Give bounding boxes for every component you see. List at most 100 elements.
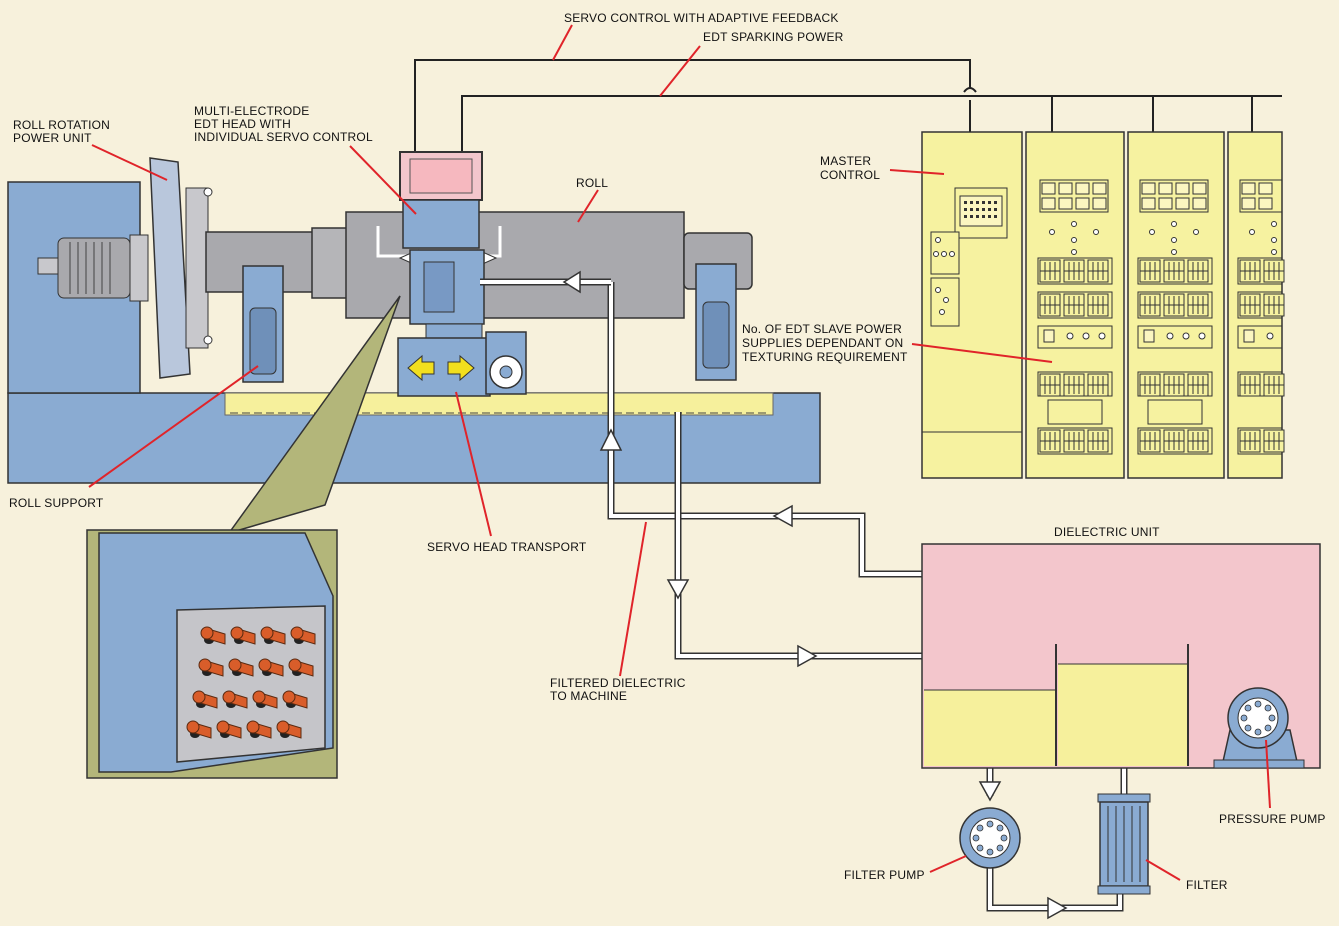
cabinet-knob bbox=[1193, 229, 1199, 235]
cabinet-knob bbox=[1098, 332, 1106, 340]
cabinet-grille bbox=[1263, 373, 1285, 397]
cabinet-grille bbox=[1263, 429, 1285, 453]
cabinet-grille bbox=[1087, 373, 1109, 397]
cabinet-grille bbox=[1187, 293, 1209, 317]
master-panel-indicator bbox=[988, 208, 991, 211]
master-panel-knob bbox=[941, 251, 947, 257]
electrode bbox=[276, 720, 302, 739]
electrode bbox=[230, 626, 256, 645]
cabinet-meter bbox=[1175, 182, 1190, 195]
cabinet-grille bbox=[1187, 259, 1209, 283]
master-panel-indicator bbox=[976, 208, 979, 211]
roll-rotation-power-unit bbox=[7, 157, 213, 394]
roll-label: ROLL bbox=[576, 176, 609, 190]
cabinet-knob bbox=[1271, 237, 1277, 243]
master-panel-knob bbox=[939, 309, 945, 315]
electrode bbox=[222, 690, 248, 709]
slave-supplies-label-line2: SUPPLIES DEPENDANT ON bbox=[742, 336, 904, 350]
electrode bbox=[200, 626, 226, 645]
electrode bbox=[198, 658, 224, 677]
filter-pump-label: FILTER PUMP bbox=[844, 868, 925, 882]
master-panel-indicator bbox=[994, 215, 997, 218]
roll-rotation-label-line1: ROLL ROTATION bbox=[13, 118, 111, 132]
cabinet-grille bbox=[1039, 259, 1061, 283]
cabinet-meter bbox=[1092, 182, 1107, 195]
slave-supplies-label-line3: TEXTURING REQUIREMENT bbox=[742, 350, 908, 364]
edt-sparking-cable bbox=[461, 95, 1282, 152]
roll-support-left bbox=[242, 265, 284, 383]
machine-bed bbox=[7, 392, 821, 484]
roll-rotation-label-line2: POWER UNIT bbox=[13, 131, 92, 145]
cabinet-grille bbox=[1063, 373, 1085, 397]
master-panel-indicator bbox=[988, 201, 991, 204]
roll-support-right bbox=[695, 263, 737, 381]
filter-label: FILTER bbox=[1186, 878, 1228, 892]
filter bbox=[1097, 793, 1151, 895]
multi-electrode-label-line1: MULTI-ELECTRODE bbox=[194, 104, 310, 118]
leader-lines bbox=[88, 24, 1271, 881]
electrode bbox=[246, 720, 272, 739]
cabinet-grille bbox=[1139, 373, 1161, 397]
edt-sparking-power-label: EDT SPARKING POWER bbox=[703, 30, 844, 44]
cabinet-knob bbox=[1166, 332, 1174, 340]
cabinet-meter bbox=[1041, 197, 1056, 210]
cabinet-meter bbox=[1258, 182, 1273, 195]
cabinet-grille bbox=[1063, 429, 1085, 453]
master-panel-knob bbox=[935, 287, 941, 293]
cabinet-grille bbox=[1163, 259, 1185, 283]
cabinet-knob bbox=[1182, 332, 1190, 340]
electrode bbox=[186, 720, 212, 739]
cabinet-grille bbox=[1039, 429, 1061, 453]
cabinet-meter bbox=[1075, 182, 1090, 195]
cabinet-meter bbox=[1058, 182, 1073, 195]
cabinet-knob bbox=[1082, 332, 1090, 340]
move-arrows-icon bbox=[407, 354, 435, 382]
cabinet-knob bbox=[1198, 332, 1206, 340]
servo-head-transport-label: SERVO HEAD TRANSPORT bbox=[427, 540, 587, 554]
cabinet-meter bbox=[1258, 197, 1273, 210]
cabinet-grille bbox=[1163, 293, 1185, 317]
cabinet-meter bbox=[1158, 182, 1173, 195]
servo-control-cable bbox=[414, 59, 977, 152]
pressure-pump-label: PRESSURE PUMP bbox=[1219, 812, 1326, 826]
dielectric-unit-label: DIELECTRIC UNIT bbox=[1054, 525, 1160, 539]
servo-head-transport-unit bbox=[397, 331, 527, 397]
servo-control-label: SERVO CONTROL WITH ADAPTIVE FEEDBACK bbox=[564, 11, 839, 25]
cabinet-grille bbox=[1239, 429, 1261, 453]
cabinet-grille bbox=[1063, 259, 1085, 283]
slave-supplies-label-line1: No. OF EDT SLAVE POWER bbox=[742, 322, 902, 336]
roll-support-label: ROLL SUPPORT bbox=[9, 496, 104, 510]
electrode bbox=[252, 690, 278, 709]
multi-electrode-label-line2: EDT HEAD WITH bbox=[194, 117, 292, 131]
cabinet-grille bbox=[1087, 429, 1109, 453]
electrode bbox=[260, 626, 286, 645]
master-panel-knob bbox=[933, 251, 939, 257]
master-control-cabinet bbox=[921, 131, 1023, 479]
cabinet-switch bbox=[1243, 329, 1255, 343]
master-panel-indicator bbox=[970, 208, 973, 211]
electrode bbox=[258, 658, 284, 677]
master-panel-indicator bbox=[964, 215, 967, 218]
electrode-array bbox=[186, 626, 316, 739]
electrode bbox=[288, 658, 314, 677]
cabinet-grille bbox=[1139, 259, 1161, 283]
electrode bbox=[290, 626, 316, 645]
master-panel-knob bbox=[949, 251, 955, 257]
multi-electrode-label-line3: INDIVIDUAL SERVO CONTROL bbox=[194, 130, 373, 144]
electrode-inset bbox=[86, 295, 401, 779]
cabinet-knob bbox=[1149, 229, 1155, 235]
master-panel-indicator bbox=[994, 208, 997, 211]
master-panel-indicator bbox=[964, 208, 967, 211]
cabinet-grille bbox=[1187, 373, 1209, 397]
cabinet-knob bbox=[1049, 229, 1055, 235]
master-panel-indicator bbox=[976, 215, 979, 218]
filtered-dielectric-label-line1: FILTERED DIELECTRIC bbox=[550, 676, 686, 690]
cabinet-knob bbox=[1093, 229, 1099, 235]
cabinet-meter bbox=[1192, 182, 1207, 195]
cabinet-grille bbox=[1239, 373, 1261, 397]
cabinet-meter bbox=[1058, 197, 1073, 210]
master-panel-indicator bbox=[982, 201, 985, 204]
cabinet-meter bbox=[1241, 197, 1256, 210]
